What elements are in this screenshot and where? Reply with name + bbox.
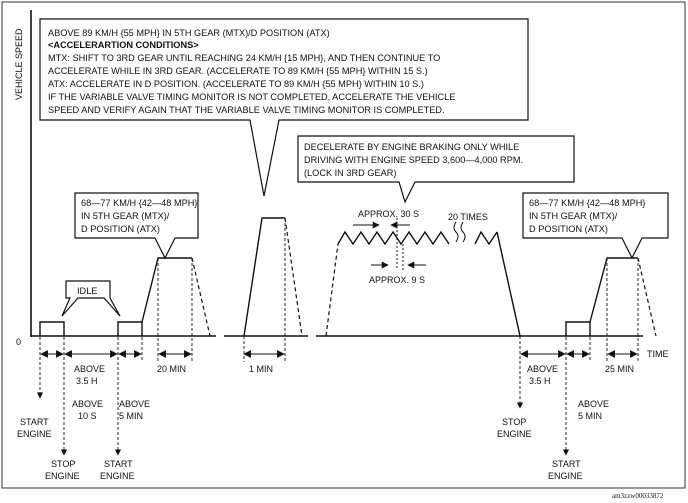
right-speed-line: 68—77 KM/H {42—48 MPH} — [529, 198, 645, 208]
event-guides — [36, 218, 639, 456]
start-engine-2: ENGINE — [100, 471, 135, 481]
above-5min-left: 5 MIN — [119, 411, 143, 421]
left-speed-line: IN 5TH GEAR (MTX)/ — [81, 211, 170, 221]
y-axis-label: VEHICLE SPEED — [14, 28, 24, 100]
start-engine-2: START — [104, 459, 133, 469]
decel-callout-line: (LOCK IN 3RD GEAR) — [304, 168, 396, 178]
above-5min-left: ABOVE — [119, 399, 150, 409]
figure-code: am3zzw00033872 — [612, 492, 664, 500]
idle-step-1 — [39, 321, 65, 336]
left-speed-line: D POSITION (ATX) — [81, 224, 160, 234]
idle-label: IDLE — [77, 286, 97, 296]
start-engine-1: ENGINE — [17, 429, 52, 439]
top-callout-heading: <ACCELERARTION CONDITIONS> — [48, 40, 199, 50]
twenty-times-label: 20 TIMES — [448, 212, 488, 222]
above-5min-right: 5 MIN — [578, 411, 602, 421]
top-callout-line: MTX: SHIFT TO 3RD GEAR UNTIL REACHING 24… — [48, 53, 440, 63]
top-callout-line: SPEED AND VERIFY AGAIN THAT THE VARIABLE… — [48, 105, 445, 115]
stop-engine-1: ENGINE — [45, 471, 80, 481]
top-callout-line: ATX: ACCELERATE IN D POSITION. (ACCELERA… — [48, 79, 424, 89]
speed-profile-dashed — [191, 217, 657, 337]
diagram-frame — [1, 1, 686, 489]
stop-engine-2: ENGINE — [497, 429, 532, 439]
idle-step-2 — [117, 321, 143, 336]
x-axis-label: TIME — [647, 349, 669, 359]
approx-9s-label: APPROX. 9 S — [369, 275, 425, 285]
above-10s: ABOVE — [72, 399, 103, 409]
start-engine-3: ENGINE — [548, 471, 583, 481]
above-3-5h-right: 3.5 H — [529, 376, 551, 386]
stop-engine-2: STOP — [502, 417, 526, 427]
above-10s: 10 S — [78, 411, 97, 421]
approx-markers — [353, 218, 426, 272]
start-engine-3: START — [552, 459, 581, 469]
top-callout-line: ABOVE 89 KM/H {55 MPH} IN 5TH GEAR (MTX)… — [48, 28, 330, 38]
engine-event-labels: START ENGINE STOP ENGINE START ENGINE ST… — [17, 417, 583, 481]
right-speed-line: D POSITION (ATX) — [529, 224, 608, 234]
top-callout: ABOVE 89 KM/H {55 MPH} IN 5TH GEAR (MTX)… — [39, 18, 529, 197]
accel-ramp-2 — [589, 257, 638, 323]
twenty-min: 20 MIN — [157, 364, 186, 374]
stop-engine-1: STOP — [51, 459, 75, 469]
left-speed-callout: 68—77 KM/H {42—48 MPH} IN 5TH GEAR (MTX)… — [74, 192, 199, 260]
top-callout-line: IF THE VARIABLE VALVE TIMING MONITOR IS … — [48, 92, 455, 102]
decel-callout-line: DRIVING WITH ENGINE SPEED 3,600—4,000 RP… — [304, 155, 523, 165]
top-callout-line: ACCELERATE WHILE IN 3RD GEAR. (ACCELERAT… — [48, 66, 428, 76]
decel-sawtooth-end — [474, 230, 498, 246]
above-5min-right: ABOVE — [578, 399, 609, 409]
accel-ramp-1 — [141, 257, 192, 323]
origin-label: 0 — [16, 337, 21, 347]
right-speed-callout: 68—77 KM/H {42—48 MPH} IN 5TH GEAR (MTX)… — [522, 192, 669, 260]
above-3-5h-right: ABOVE — [527, 364, 558, 374]
one-min: 1 MIN — [249, 364, 273, 374]
decel-callout-line: DECELERATE BY ENGINE BRAKING ONLY WHILE — [304, 142, 519, 152]
above-3-5h-left: ABOVE — [74, 364, 105, 374]
repeat-squiggle — [453, 221, 459, 243]
right-speed-line: IN 5TH GEAR (MTX)/ — [529, 211, 618, 221]
decel-sawtooth — [337, 230, 450, 246]
idle-step-3 — [565, 321, 591, 336]
idle-callout: IDLE — [61, 280, 121, 317]
start-engine-1: START — [20, 417, 49, 427]
left-speed-line: 68—77 KM/H {42—48 MPH} — [81, 198, 197, 208]
decel-drop — [496, 231, 521, 337]
decel-callout: DECELERATE BY ENGINE BRAKING ONLY WHILE … — [297, 135, 575, 204]
twenty-five-min: 25 MIN — [605, 364, 634, 374]
high-speed-plateau — [243, 217, 285, 337]
duration-labels: ABOVE 3.5 H ABOVE 10 S ABOVE 5 MIN 20 MI… — [72, 364, 634, 421]
above-3-5h-left: 3.5 H — [76, 376, 98, 386]
approx-30s-label: APPROX. 30 S — [358, 209, 419, 219]
repeat-squiggle — [460, 221, 466, 243]
